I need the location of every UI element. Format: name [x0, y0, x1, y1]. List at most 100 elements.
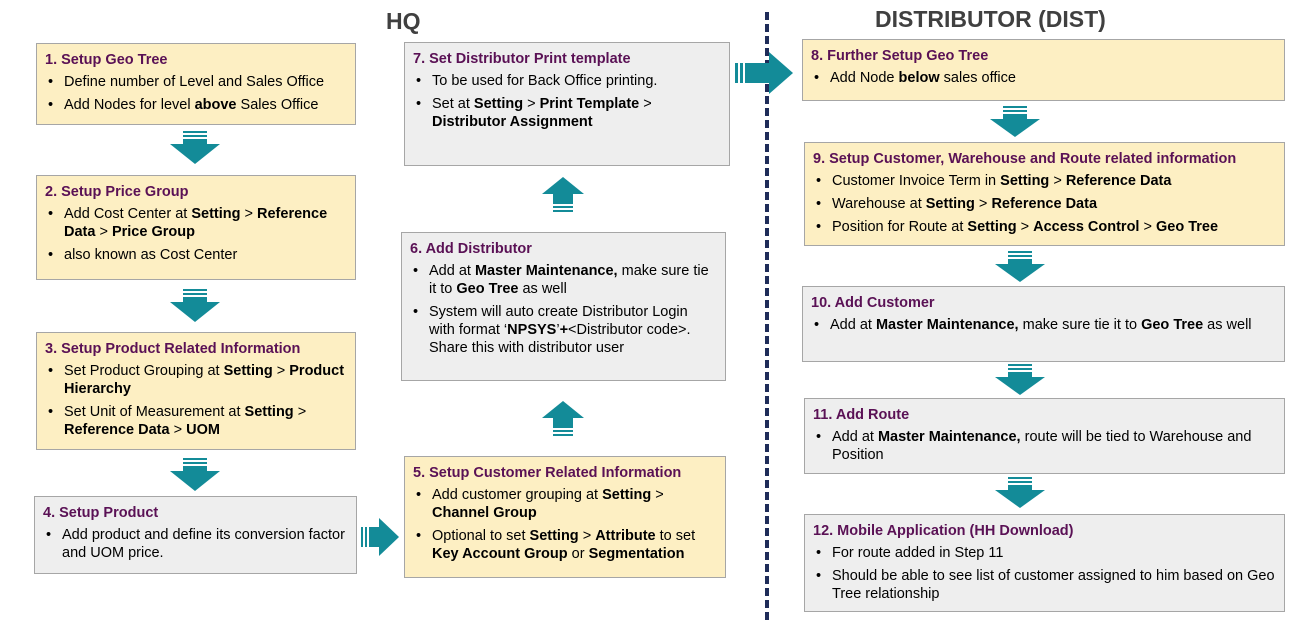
bullet-text: > — [95, 224, 112, 240]
step-11-box: 11. Add RouteAdd at Master Maintenance, … — [804, 398, 1285, 474]
bullet-text: > — [639, 96, 652, 112]
bullet-text: > — [1139, 219, 1156, 235]
bold-term: Product Hierarchy — [64, 363, 345, 397]
step-bullet: Customer Invoice Term in Setting > Refer… — [813, 172, 1276, 190]
bold-term: Key Account Group — [432, 546, 568, 562]
step-bullet: Set Product Grouping at Setting > Produc… — [45, 362, 347, 398]
step-title: 11. Add Route — [813, 407, 910, 423]
bullet-text: <Distributor code>. Share this with dist… — [429, 322, 691, 356]
bullet-text: > — [1016, 219, 1034, 235]
step-bullet: Set at Setting > Print Template > Distri… — [413, 95, 721, 131]
step-title: 9. Setup Customer, Warehouse and Route r… — [813, 151, 1237, 167]
bold-term: Geo Tree — [1141, 317, 1204, 333]
step-bullet: Set Unit of Measurement at Setting > Ref… — [45, 403, 347, 439]
step-bullet: Add Cost Center at Setting > Reference D… — [45, 205, 347, 241]
bullet-text: sales office — [939, 70, 1016, 86]
step-title: 8. Further Setup Geo Tree — [811, 48, 989, 64]
bullet-text: Optional to set — [432, 528, 530, 544]
bold-term: Setting — [967, 219, 1017, 235]
bullet-text: ’ — [556, 322, 560, 338]
step-bullet: System will auto create Distributor Logi… — [410, 303, 717, 357]
bullet-text: Add Cost Center at — [64, 206, 192, 222]
bullet-text: Sales Office — [236, 97, 319, 113]
bullet-text: Set at — [432, 96, 474, 112]
step-title: 1. Setup Geo Tree — [45, 52, 168, 68]
bullet-text: as well — [518, 281, 567, 297]
step-bullet-list: Add at Master Maintenance, route will be… — [813, 428, 1276, 464]
step-4-box: 4. Setup ProductAdd product and define i… — [34, 496, 357, 574]
arrow-up-5-6 — [542, 401, 584, 436]
step-bullet-list: Add at Master Maintenance, make sure tie… — [811, 316, 1276, 334]
bullet-text: > — [240, 206, 258, 222]
bold-term: Reference Data — [991, 196, 1098, 212]
arrow-down-3-4 — [170, 458, 220, 491]
step-bullet: Optional to set Setting > Attribute to s… — [413, 527, 717, 563]
step-bullet: Should be able to see list of customer a… — [813, 567, 1276, 603]
bold-term: Master Maintenance, — [474, 263, 618, 279]
bullet-text: Add at — [830, 317, 876, 333]
step-title: 4. Setup Product — [43, 505, 159, 521]
bullet-text: route will be tied to Warehouse and Posi… — [832, 429, 1252, 463]
step-bullet-list: Add at Master Maintenance, make sure tie… — [410, 262, 717, 357]
bold-term: Print Template — [539, 96, 640, 112]
bold-term: Setting — [223, 363, 273, 379]
bullet-text: Add Node — [830, 70, 899, 86]
step-bullet: Add at Master Maintenance, make sure tie… — [410, 262, 717, 298]
bullet-text: > — [651, 487, 664, 503]
step-title: 3. Setup Product Related Information — [45, 341, 301, 357]
bullet-text: Add customer grouping at — [432, 487, 603, 503]
bullet-text: To be used for Back Office printing. — [432, 73, 658, 89]
step-bullet: Add Nodes for level above Sales Office — [45, 96, 347, 114]
bullet-text: Add at — [429, 263, 475, 279]
bold-term: Reference Data — [64, 206, 328, 240]
bullet-text: Add at — [832, 429, 878, 445]
step-12-box: 12. Mobile Application (HH Download)For … — [804, 514, 1285, 612]
step-bullet-list: Add customer grouping at Setting > Chann… — [413, 486, 717, 563]
bullet-text: > — [578, 528, 596, 544]
step-bullet: Warehouse at Setting > Reference Data — [813, 195, 1276, 213]
step-bullet-list: Add Node below sales office — [811, 69, 1276, 87]
step-8-box: 8. Further Setup Geo TreeAdd Node below … — [802, 39, 1285, 101]
arrow-right-7-8 — [735, 52, 793, 94]
bold-term: Setting — [473, 96, 524, 112]
bold-term: Master Maintenance, — [877, 429, 1021, 445]
arrow-down-2-3 — [170, 289, 220, 322]
bullet-text: Should be able to see list of customer a… — [832, 568, 1275, 602]
bold-term: Setting — [925, 196, 975, 212]
bullet-text: > — [1049, 173, 1066, 189]
bullet-text: Customer Invoice Term in — [832, 173, 1001, 189]
bullet-text: or — [567, 546, 589, 562]
step-bullet: Define number of Level and Sales Office — [45, 73, 347, 91]
distributor-header: DISTRIBUTOR (DIST) — [875, 6, 1106, 32]
bold-term: Access Control — [1033, 219, 1140, 235]
bullet-text: System will auto create Distributor Logi… — [429, 304, 688, 338]
step-bullet: To be used for Back Office printing. — [413, 72, 721, 90]
step-2-box: 2. Setup Price GroupAdd Cost Center at S… — [36, 175, 356, 280]
bold-term: Reference Data — [64, 422, 170, 438]
arrow-down-8-9 — [990, 106, 1040, 137]
bold-term: Reference Data — [1065, 173, 1172, 189]
bullet-text: For route added in Step 11 — [832, 545, 1004, 561]
bold-term: Setting — [244, 404, 294, 420]
bold-term: NPSYS — [507, 322, 557, 338]
bullet-text: Position for Route at — [832, 219, 968, 235]
bullet-text: as well — [1203, 317, 1252, 333]
bullet-text: Add Nodes for level — [64, 97, 195, 113]
bold-term: Geo Tree — [1156, 219, 1219, 235]
step-title: 7. Set Distributor Print template — [413, 51, 631, 67]
bullet-text: also known as Cost Center — [64, 247, 238, 263]
step-title: 6. Add Distributor — [410, 241, 532, 257]
bold-term: Setting — [529, 528, 579, 544]
bullet-text: > — [293, 404, 307, 420]
bold-term: + — [559, 322, 569, 338]
hq-header: HQ — [386, 8, 421, 34]
step-bullet: Add at Master Maintenance, route will be… — [813, 428, 1276, 464]
bullet-text: make sure tie it to — [429, 263, 709, 297]
arrow-down-9-10 — [995, 251, 1045, 282]
step-bullet-list: Add product and define its conversion fa… — [43, 526, 348, 562]
bullet-text: Add product and define its conversion fa… — [62, 527, 345, 561]
bold-term: Attribute — [595, 528, 656, 544]
bullet-text: > — [169, 422, 187, 438]
hq-dist-divider — [765, 12, 769, 620]
step-bullet-list: Customer Invoice Term in Setting > Refer… — [813, 172, 1276, 236]
